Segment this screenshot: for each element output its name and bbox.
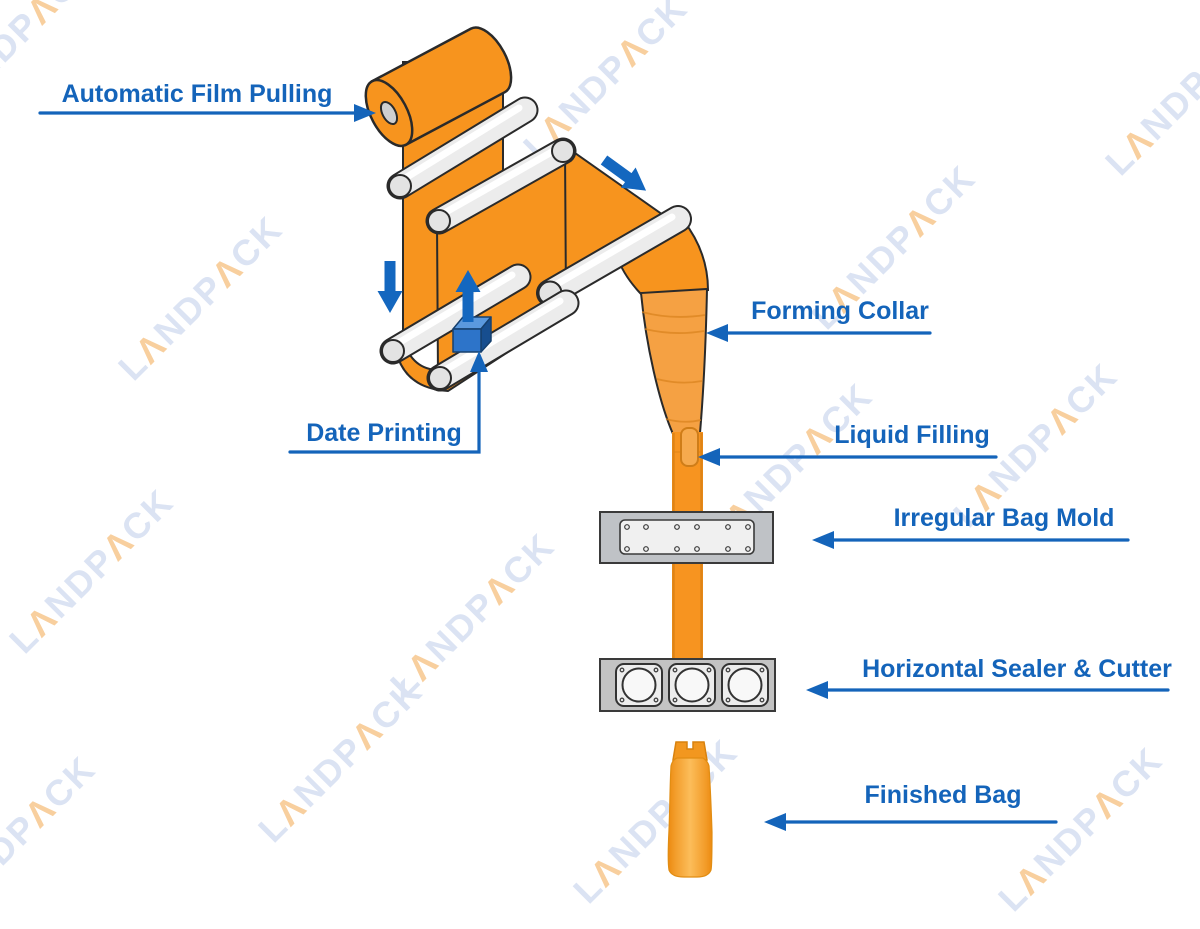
label-forming-collar: Forming Collar: [751, 297, 929, 325]
connector-finished-bag: [764, 813, 1058, 831]
connector-irregular-bag-mold: [812, 531, 1130, 549]
label-horizontal-sealer-cutter: Horizontal Sealer & Cutter: [862, 655, 1172, 683]
label-irregular-bag-mold: Irregular Bag Mold: [893, 504, 1115, 532]
liquid-filling-nozzle: [680, 427, 699, 467]
label-liquid-filling: Liquid Filling: [834, 421, 990, 449]
label-automatic-film-pulling: Automatic Film Pulling: [61, 80, 333, 108]
connector-date-printing: [288, 351, 488, 454]
guide-roller-1: [386, 96, 539, 200]
film-roll: [364, 26, 513, 148]
film-direction-arrow-down: [377, 261, 403, 313]
film-to-collar: [615, 218, 710, 296]
label-finished-bag: Finished Bag: [864, 781, 1022, 809]
guide-roller-5: [426, 289, 580, 392]
forming-collar: [639, 287, 709, 436]
irregular-bag-mold: [599, 511, 774, 564]
guide-roller-2: [425, 137, 577, 235]
finished-bag: [667, 741, 713, 878]
connector-automatic-film-pulling: [38, 104, 376, 122]
horizontal-sealer-cutter: [599, 658, 776, 712]
date-printer-head: [452, 316, 492, 353]
label-connectors: [38, 104, 1170, 831]
connector-forming-collar: [706, 324, 932, 342]
connector-liquid-filling: [698, 448, 998, 466]
connector-horizontal-sealer-cutter: [806, 681, 1170, 699]
label-date-printing: Date Printing: [306, 419, 462, 447]
guide-roller-4: [379, 263, 532, 365]
